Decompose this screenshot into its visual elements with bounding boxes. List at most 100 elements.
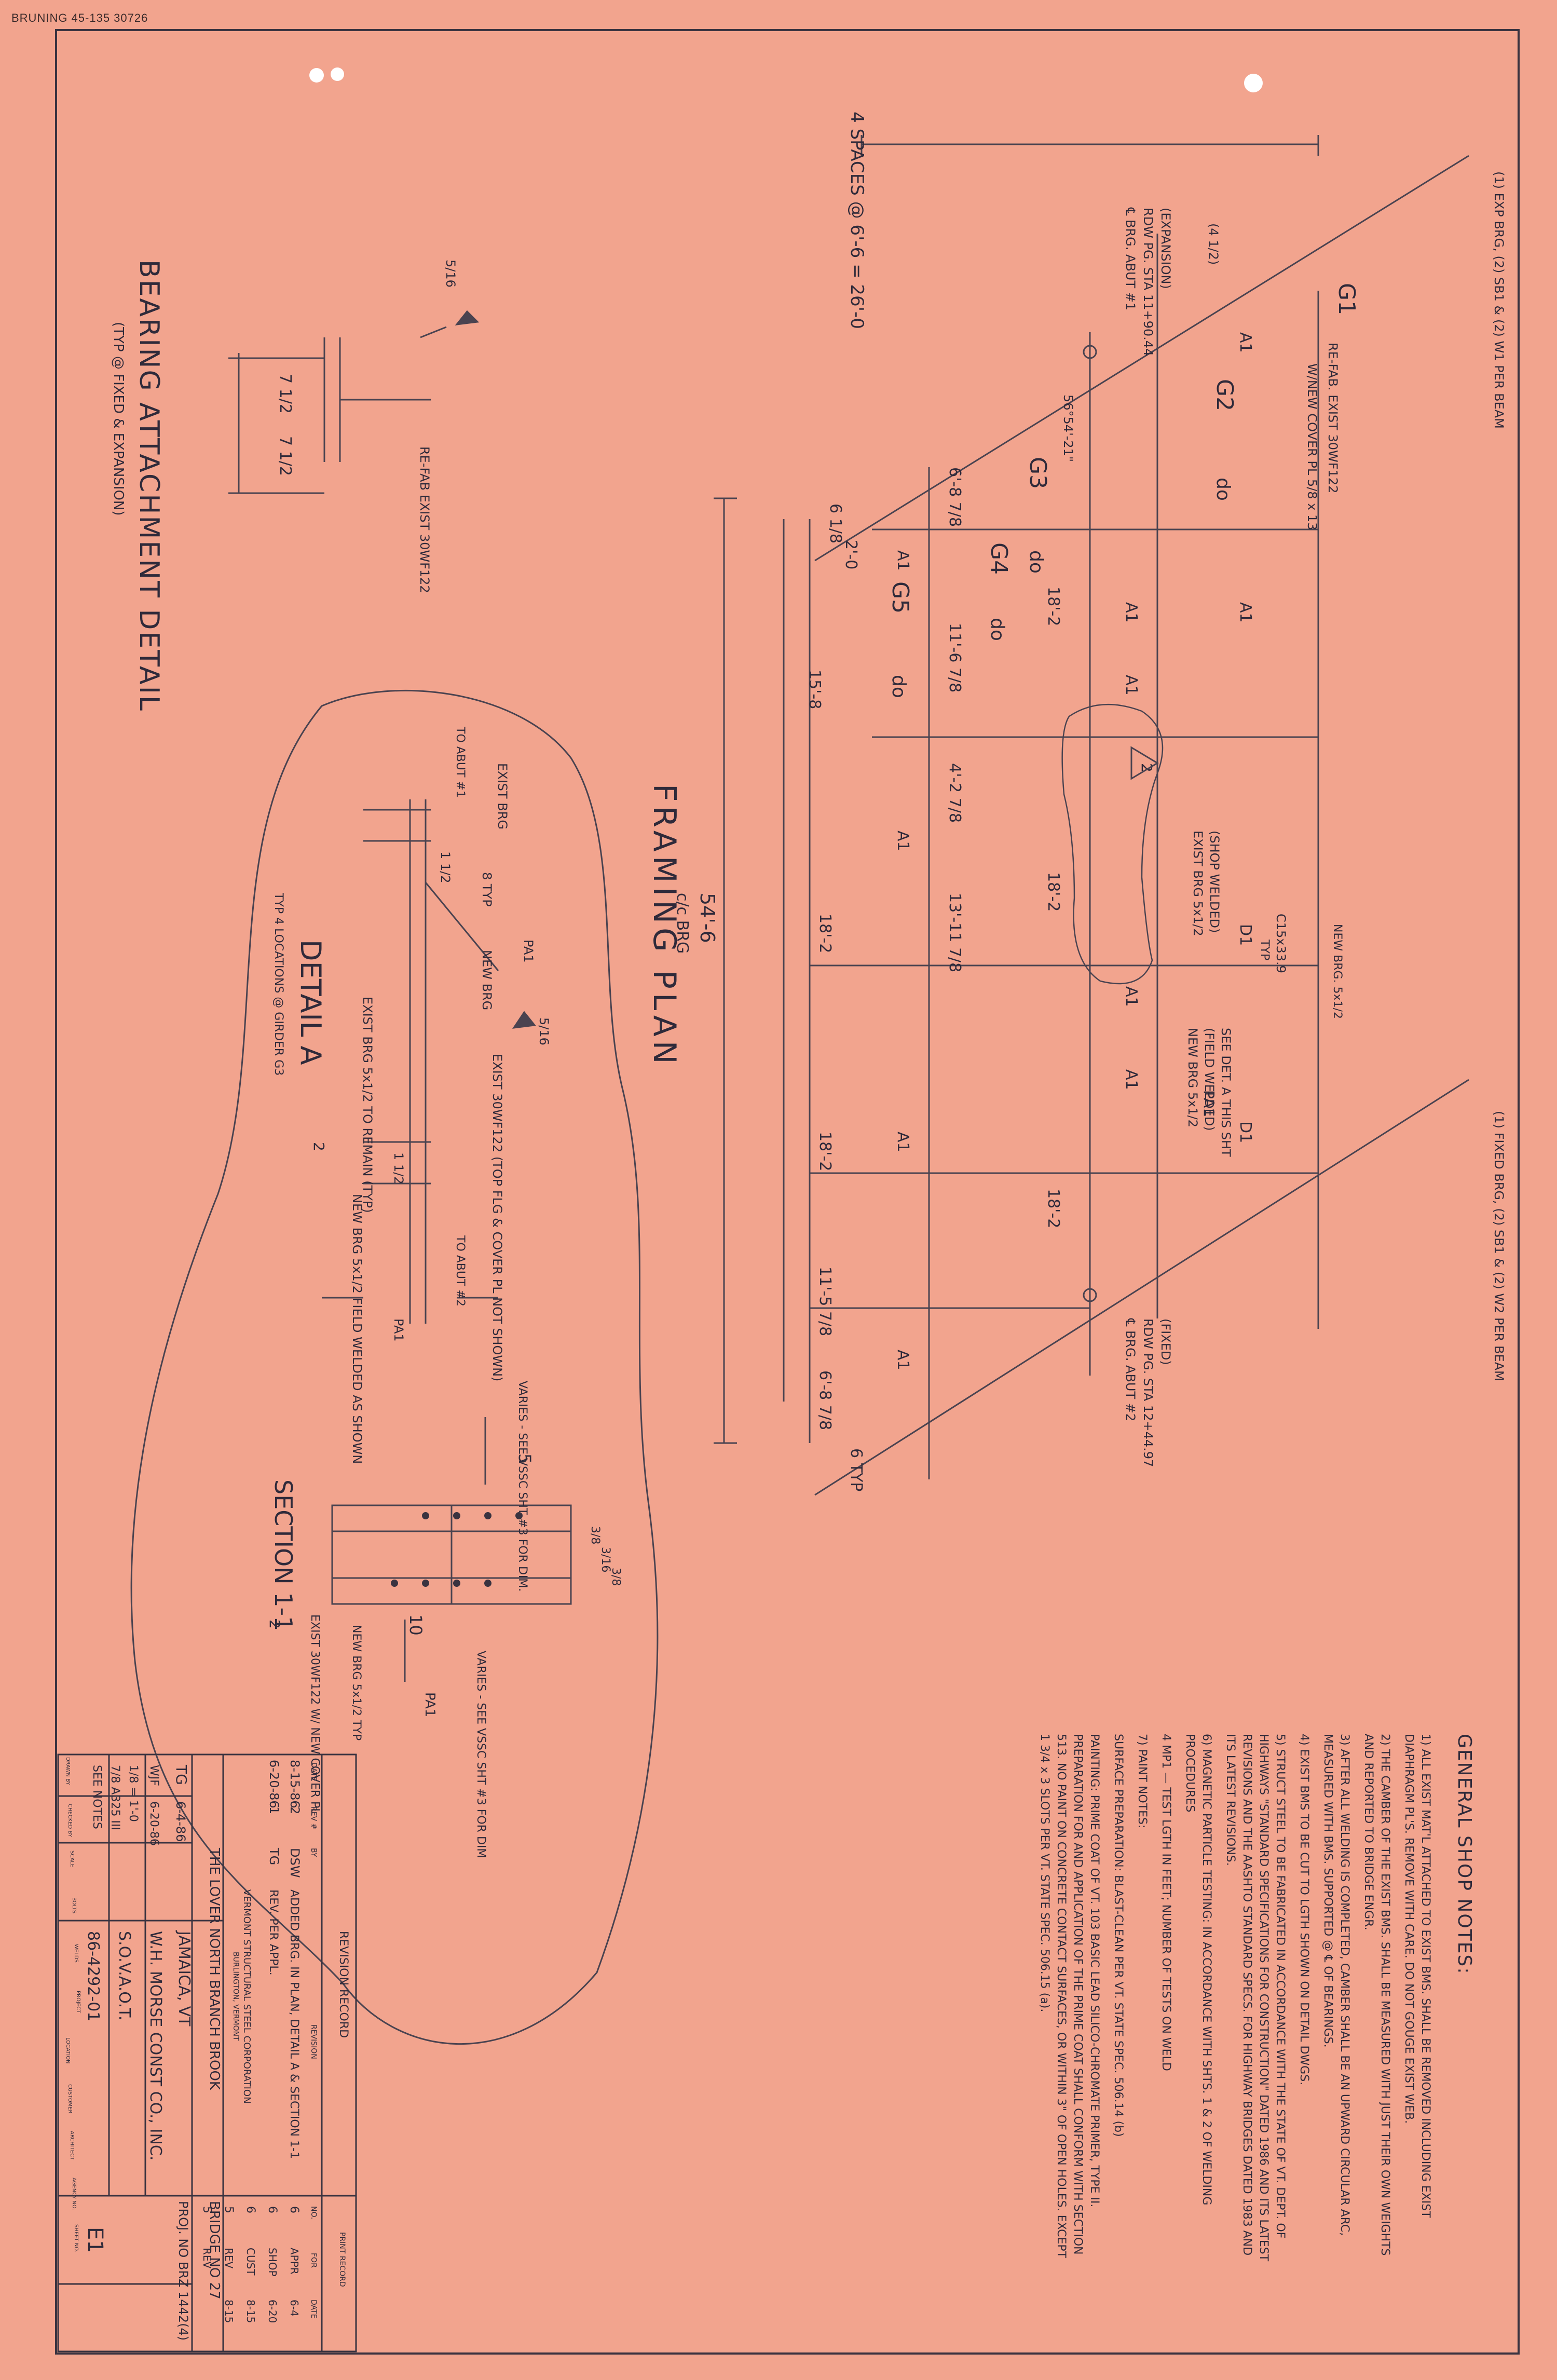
print-row-for: SHOP bbox=[266, 2248, 279, 2277]
detail-a-rev: 2 bbox=[310, 1142, 327, 1151]
bearing-attachment-detail bbox=[228, 310, 480, 494]
revision-by: DSW bbox=[288, 1848, 302, 1878]
checked-by: WJF bbox=[147, 1765, 160, 1786]
g5-dim: 18'-2 bbox=[816, 914, 834, 953]
print-row-date: 6-20 bbox=[266, 2300, 279, 2323]
bearing-detail-dim: 7 1/2 bbox=[276, 436, 294, 476]
bolt-hole bbox=[391, 1580, 398, 1587]
girder-label-g1: G1 bbox=[1333, 283, 1360, 315]
bolt-hole bbox=[515, 1512, 523, 1519]
pa1-label: PA1 bbox=[1200, 1090, 1218, 1117]
girder-note-g4: do bbox=[987, 618, 1008, 641]
section-label: 5 bbox=[515, 1453, 535, 1464]
field-label: LOCATION bbox=[65, 2037, 71, 2064]
general-note-item: 4 MP1 — TEST LGTH IN FEET; NUMBER OF TES… bbox=[1159, 1734, 1172, 2071]
abut1-line3: (EXPANSION) bbox=[1158, 208, 1173, 289]
diaphragm-label: A1 bbox=[894, 831, 912, 851]
print-row-for: CUST bbox=[244, 2248, 257, 2276]
field-label: AGENCY NO. bbox=[71, 2178, 77, 2210]
checked-date: 6-20-86 bbox=[147, 1801, 160, 1846]
detail-a-label: 8 TYP bbox=[480, 872, 494, 907]
sheet-number: E1 bbox=[83, 2227, 107, 2253]
field-label: PROJECT bbox=[75, 1991, 81, 2014]
section-label: PA1 bbox=[422, 1692, 438, 1717]
fixed-bearing-note: (1) FIXED BRG, (2) SB1 & (2) W2 PER BEAM bbox=[1492, 1111, 1506, 1381]
general-note-continuation: MEASURED WITH BMS. SUPPORTED @ ℄ OF BEAR… bbox=[1321, 1734, 1334, 2048]
section-title: SECTION 1-1 bbox=[269, 1479, 297, 1631]
customer-name: W.H. MORSE CONST CO., INC. bbox=[146, 1931, 165, 2160]
diaphragm-label: A1 bbox=[1122, 1069, 1140, 1090]
section-label: VARIES - SEE VSSC SHT #3 FOR DIM. bbox=[516, 1381, 529, 1592]
diaphragm-label: A1 bbox=[894, 1132, 912, 1152]
section-dim: 3/8 bbox=[589, 1526, 602, 1544]
weld-symbol bbox=[455, 310, 480, 325]
revision-description: ADDED BRG. IN PLAN, DETAIL A & SECTION 1… bbox=[288, 1889, 301, 2159]
general-note-continuation: PREPARATION FOR AND APPLICATION OF THE P… bbox=[1071, 1734, 1084, 2255]
girder-label-g4: G4 bbox=[986, 542, 1012, 575]
general-note-continuation: ITS LATEST REVISIONS. bbox=[1224, 1734, 1237, 1866]
abut2-line1: ℄ BRG. ABUT #2 bbox=[1123, 1318, 1138, 1421]
detail-a-label: EXIST BRG bbox=[495, 763, 510, 829]
general-note-item: 2) THE CAMBER OF THE EXIST BMS. SHALL BE… bbox=[1378, 1734, 1391, 2256]
diaphragm-label: A1 bbox=[1122, 675, 1140, 696]
new-bearing-field-ref: SEE DET. A THIS SHT bbox=[1219, 1028, 1233, 1157]
girder-label-g3: G3 bbox=[1025, 457, 1051, 489]
g5-dim: 15'-8 bbox=[805, 670, 824, 709]
bolt-hole bbox=[484, 1512, 491, 1519]
general-note-continuation: HIGHWAYS "STANDARD SPECIFICATIONS FOR CO… bbox=[1257, 1734, 1270, 2262]
general-note-continuation: 513. NO PAINT ON CONCRETE CONTACT SURFAC… bbox=[1055, 1734, 1068, 2259]
diaphragm-label: A1 bbox=[1122, 602, 1140, 623]
channel-size: C15x33.9 bbox=[1274, 914, 1288, 973]
abut1-line2: RDW PG. STA 11+90.44 bbox=[1141, 208, 1155, 356]
diaphragm-label: A1 bbox=[1236, 332, 1254, 353]
print-row-no: 6 bbox=[288, 2206, 301, 2213]
bolt-hole bbox=[453, 1512, 460, 1519]
print-row-for: APPR bbox=[288, 2248, 301, 2275]
detail-a-weld: 5/16 bbox=[537, 1017, 551, 1045]
detail-a-label: EXIST 30WF122 (TOP FLG & COVER PL NOT SH… bbox=[490, 1054, 504, 1381]
general-notes-title: GENERAL SHOP NOTES: bbox=[1454, 1734, 1475, 1975]
print-row-date: 6-4 bbox=[288, 2300, 301, 2317]
girder-note-g5: do bbox=[888, 675, 909, 698]
detail-cloud bbox=[130, 689, 659, 2045]
girder-note-refab: RE-FAB. EXIST 30WF122 bbox=[1326, 343, 1340, 493]
print-row-for: REV bbox=[223, 2248, 235, 2269]
girder-note-g2: do bbox=[1212, 478, 1234, 501]
general-note-item: 4) EXIST BMS TO BE CUT TO LGTH SHOWN ON … bbox=[1298, 1734, 1310, 2085]
title-block bbox=[57, 1753, 357, 2352]
revision-date: 8-15-86 bbox=[288, 1760, 302, 1808]
general-note-continuation: REVISIONS AND THE AASHTO STANDARD SPECS.… bbox=[1240, 1734, 1253, 2255]
project-number: PROJ. NO BRZ 1442(4) bbox=[176, 2201, 190, 2341]
detail-a-to-abut1: TO ABUT #1 bbox=[454, 726, 467, 798]
section-1-1 bbox=[331, 1417, 572, 1682]
detail-a-label: NEW BRG 5x1/2 FIELD WELDED AS SHOWN bbox=[350, 1194, 364, 1464]
bolt-hole bbox=[484, 1580, 491, 1587]
abut1-line1: ℄ BRG. ABUT #1 bbox=[1123, 207, 1138, 310]
bolt-hole bbox=[422, 1580, 429, 1587]
girder-label-g2: G2 bbox=[1211, 379, 1238, 411]
girder-note-cover: W/NEW COVER PL 5/8 x 13 bbox=[1305, 363, 1319, 531]
exp-bearing-note: (1) EXP BRG, (2) SB1 & (2) W1 PER BEAM bbox=[1492, 171, 1506, 429]
diaphragm-label: A1 bbox=[894, 1350, 912, 1370]
general-note-item: 1) ALL EXIST MAT'L ATTACHED TO EXIST BMS… bbox=[1419, 1734, 1432, 2218]
drawn-date: 6-4-86 bbox=[173, 1801, 188, 1842]
field-label: SCALE bbox=[69, 1851, 75, 1867]
punch-hole bbox=[309, 68, 324, 83]
print-row-no: 6 bbox=[266, 2206, 279, 2213]
bearing-line-abut1 bbox=[814, 155, 1469, 562]
general-note-continuation: PROCEDURES bbox=[1183, 1734, 1196, 1812]
general-note-item: PAINTING: PRIME COAT OF VT. 103 BASIC LE… bbox=[1088, 1734, 1101, 2207]
detail-a bbox=[322, 799, 536, 1324]
revision-tag: 2 bbox=[1138, 763, 1155, 772]
general-note-continuation: AND REPORTED TO BRIDGE ENGR. bbox=[1362, 1734, 1375, 1930]
scale: 1/8 = 1'-0 bbox=[127, 1765, 140, 1822]
detail-a-small-dim: 1 1/2 bbox=[438, 851, 453, 883]
bridge-number: BRIDGE NO 27 bbox=[207, 2201, 222, 2300]
agency-number: 86-4292-01 bbox=[84, 1931, 102, 2021]
sheet-border bbox=[55, 29, 1520, 2355]
revision-description: REV. PER APPL. bbox=[267, 1889, 280, 1976]
section-label: VARIES - SEE VSSC SHT #3 FOR DIM bbox=[474, 1651, 487, 1858]
bearing-point-abut1 bbox=[1083, 345, 1097, 359]
